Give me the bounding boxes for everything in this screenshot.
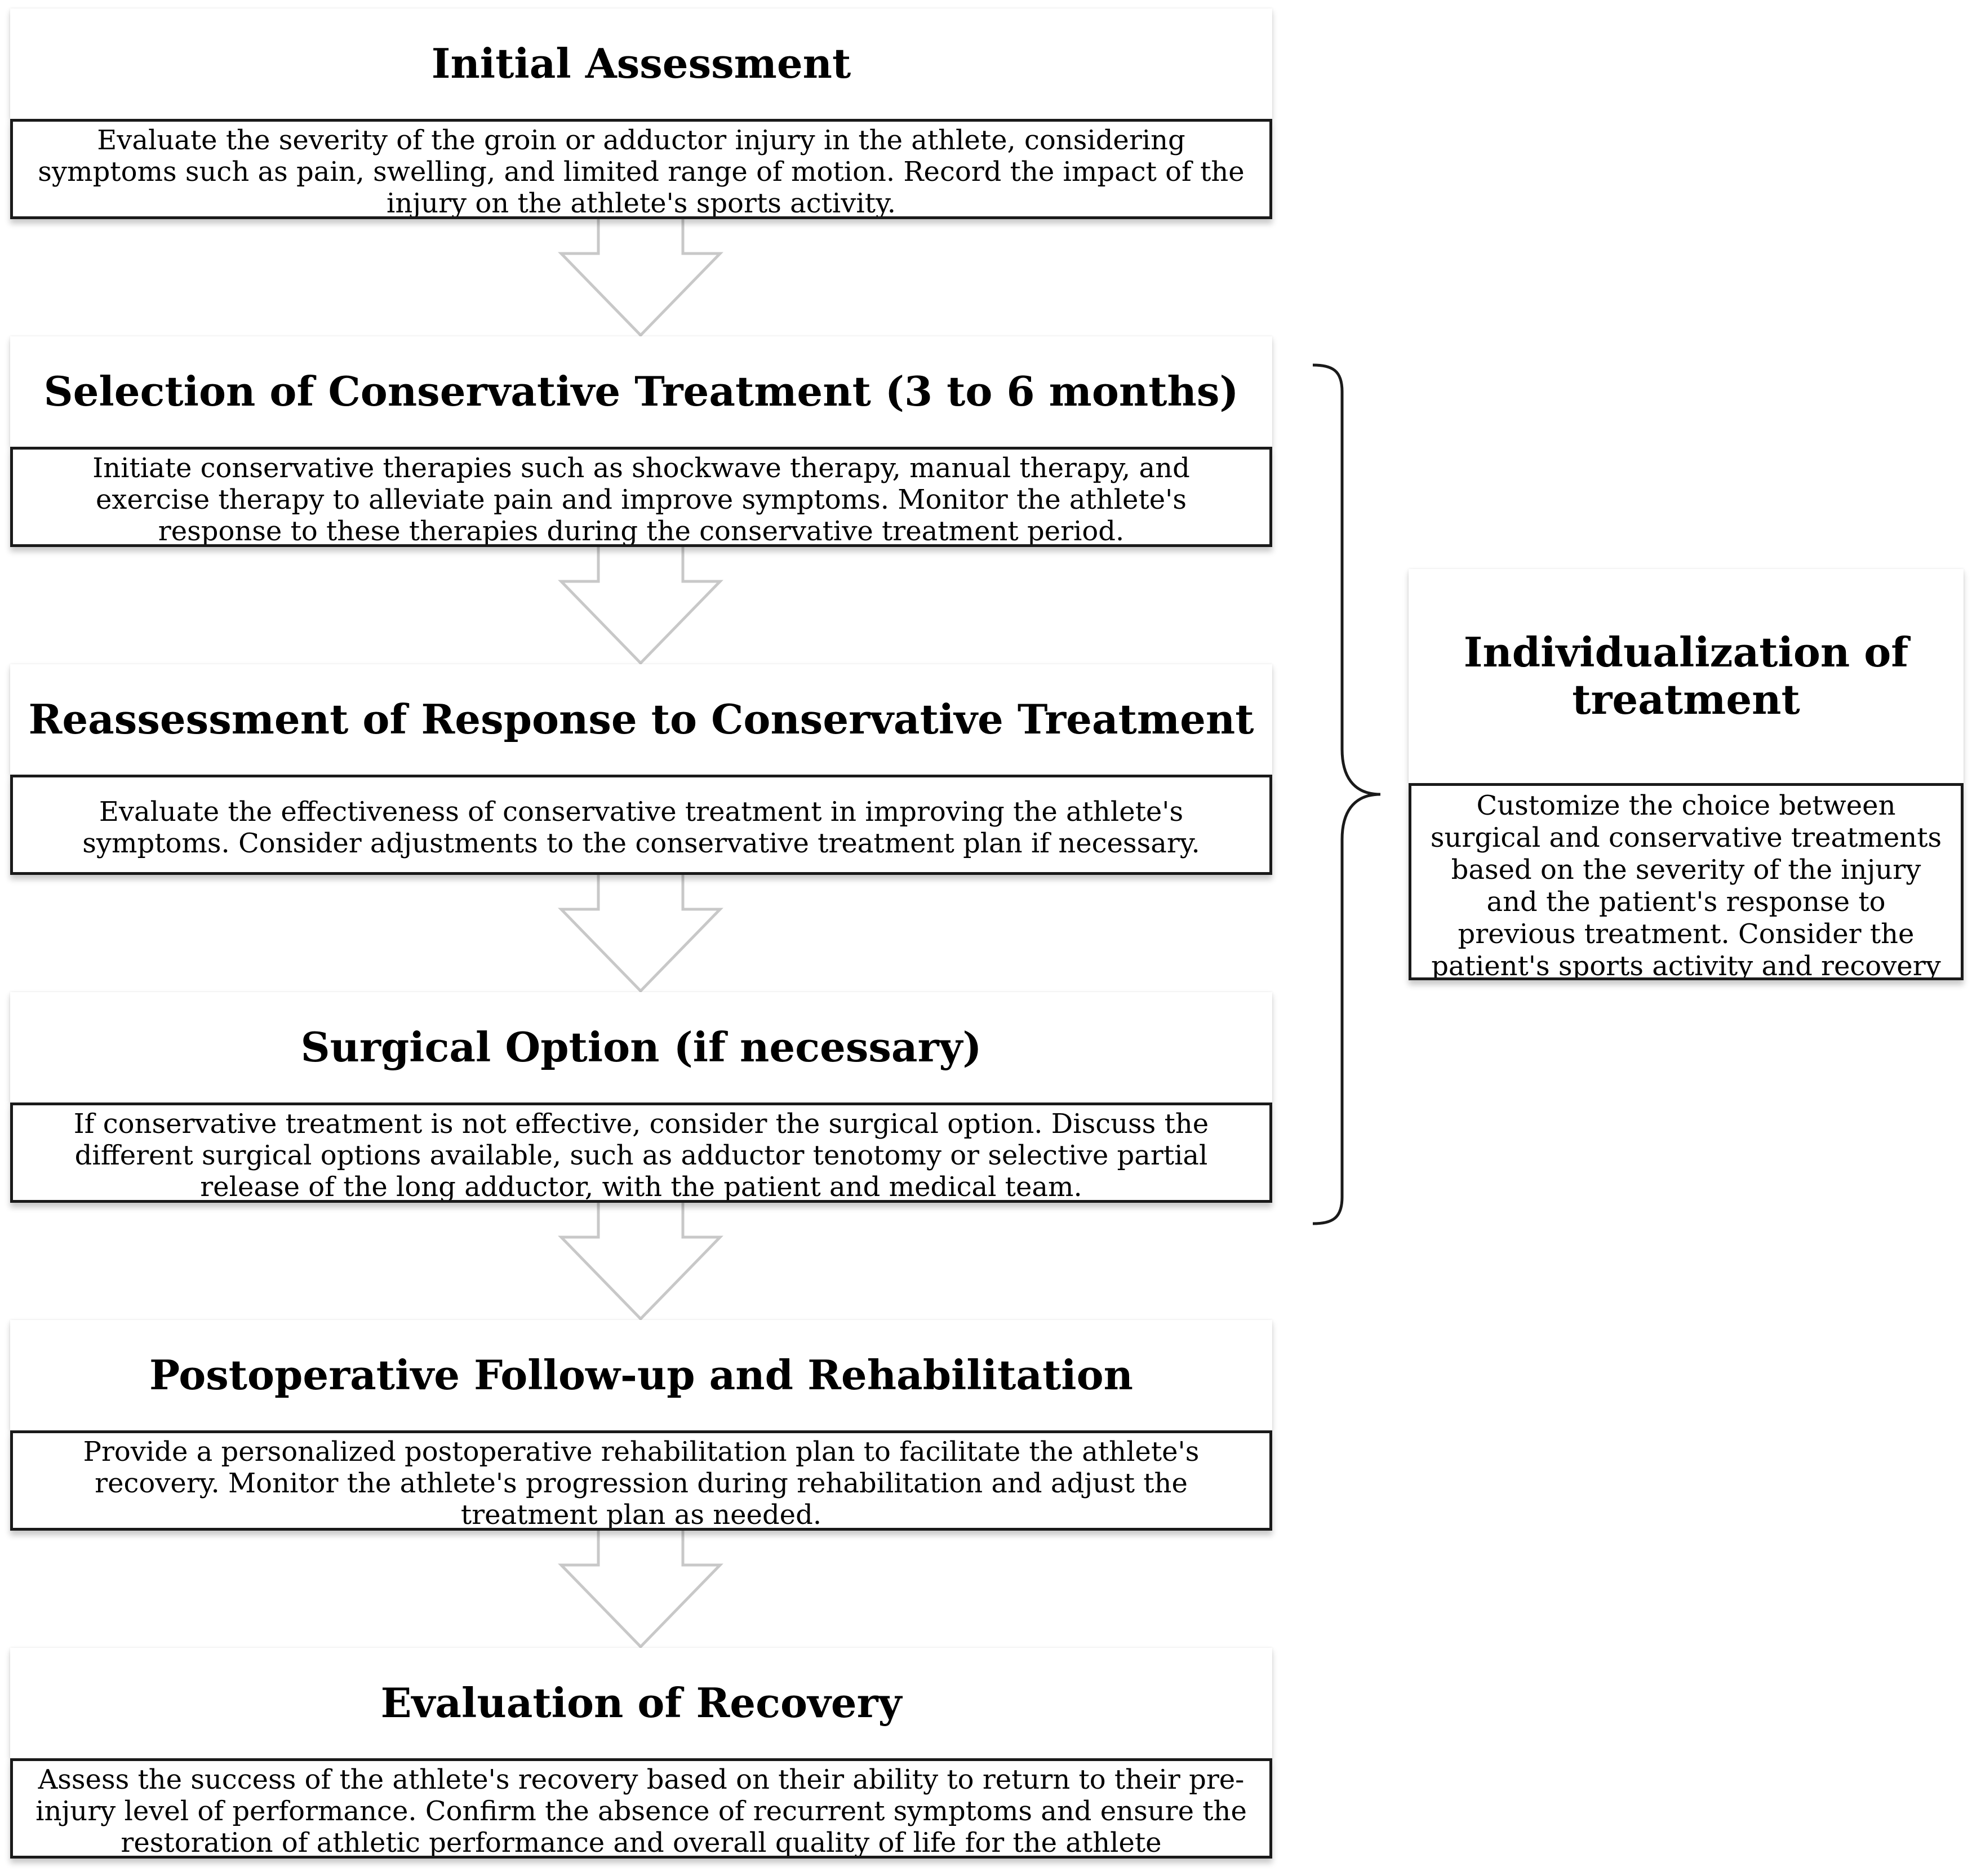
step-title: Reassessment of Response to Conservative…	[10, 664, 1272, 775]
side-panel-title: Individualization of treatment	[1409, 569, 1964, 783]
curly-brace-icon	[1312, 363, 1381, 1225]
step-evaluation-of-recovery: Evaluation of Recovery Assess the succes…	[10, 1648, 1272, 1859]
arrow-down-icon	[558, 542, 723, 665]
step-title: Initial Assessment	[10, 8, 1272, 119]
step-title: Surgical Option (if necessary)	[10, 992, 1272, 1103]
step-initial-assessment: Initial Assessment Evaluate the severity…	[10, 8, 1272, 219]
side-panel-individualization: Individualization of treatment Customize…	[1409, 569, 1964, 980]
arrow-down-icon	[558, 1198, 723, 1321]
arrow-down-icon	[558, 1526, 723, 1649]
step-description: Initiate conservative therapies such as …	[10, 447, 1272, 547]
step-conservative-treatment: Selection of Conservative Treatment (3 t…	[10, 336, 1272, 547]
step-description: If conservative treatment is not effecti…	[10, 1103, 1272, 1203]
step-description: Assess the success of the athlete's reco…	[10, 1758, 1272, 1859]
arrow-down-icon	[558, 870, 723, 993]
step-reassessment: Reassessment of Response to Conservative…	[10, 664, 1272, 875]
step-description: Evaluate the effectiveness of conservati…	[10, 775, 1272, 875]
step-description: Evaluate the severity of the groin or ad…	[10, 119, 1272, 219]
step-postoperative-rehabilitation: Postoperative Follow-up and Rehabilitati…	[10, 1320, 1272, 1531]
step-description: Provide a personalized postoperative reh…	[10, 1430, 1272, 1531]
step-title: Evaluation of Recovery	[10, 1648, 1272, 1758]
side-panel-description: Customize the choice between surgical an…	[1409, 783, 1964, 980]
step-title: Selection of Conservative Treatment (3 t…	[10, 336, 1272, 447]
step-surgical-option: Surgical Option (if necessary) If conser…	[10, 992, 1272, 1203]
step-title: Postoperative Follow-up and Rehabilitati…	[10, 1320, 1272, 1430]
arrow-down-icon	[558, 214, 723, 337]
